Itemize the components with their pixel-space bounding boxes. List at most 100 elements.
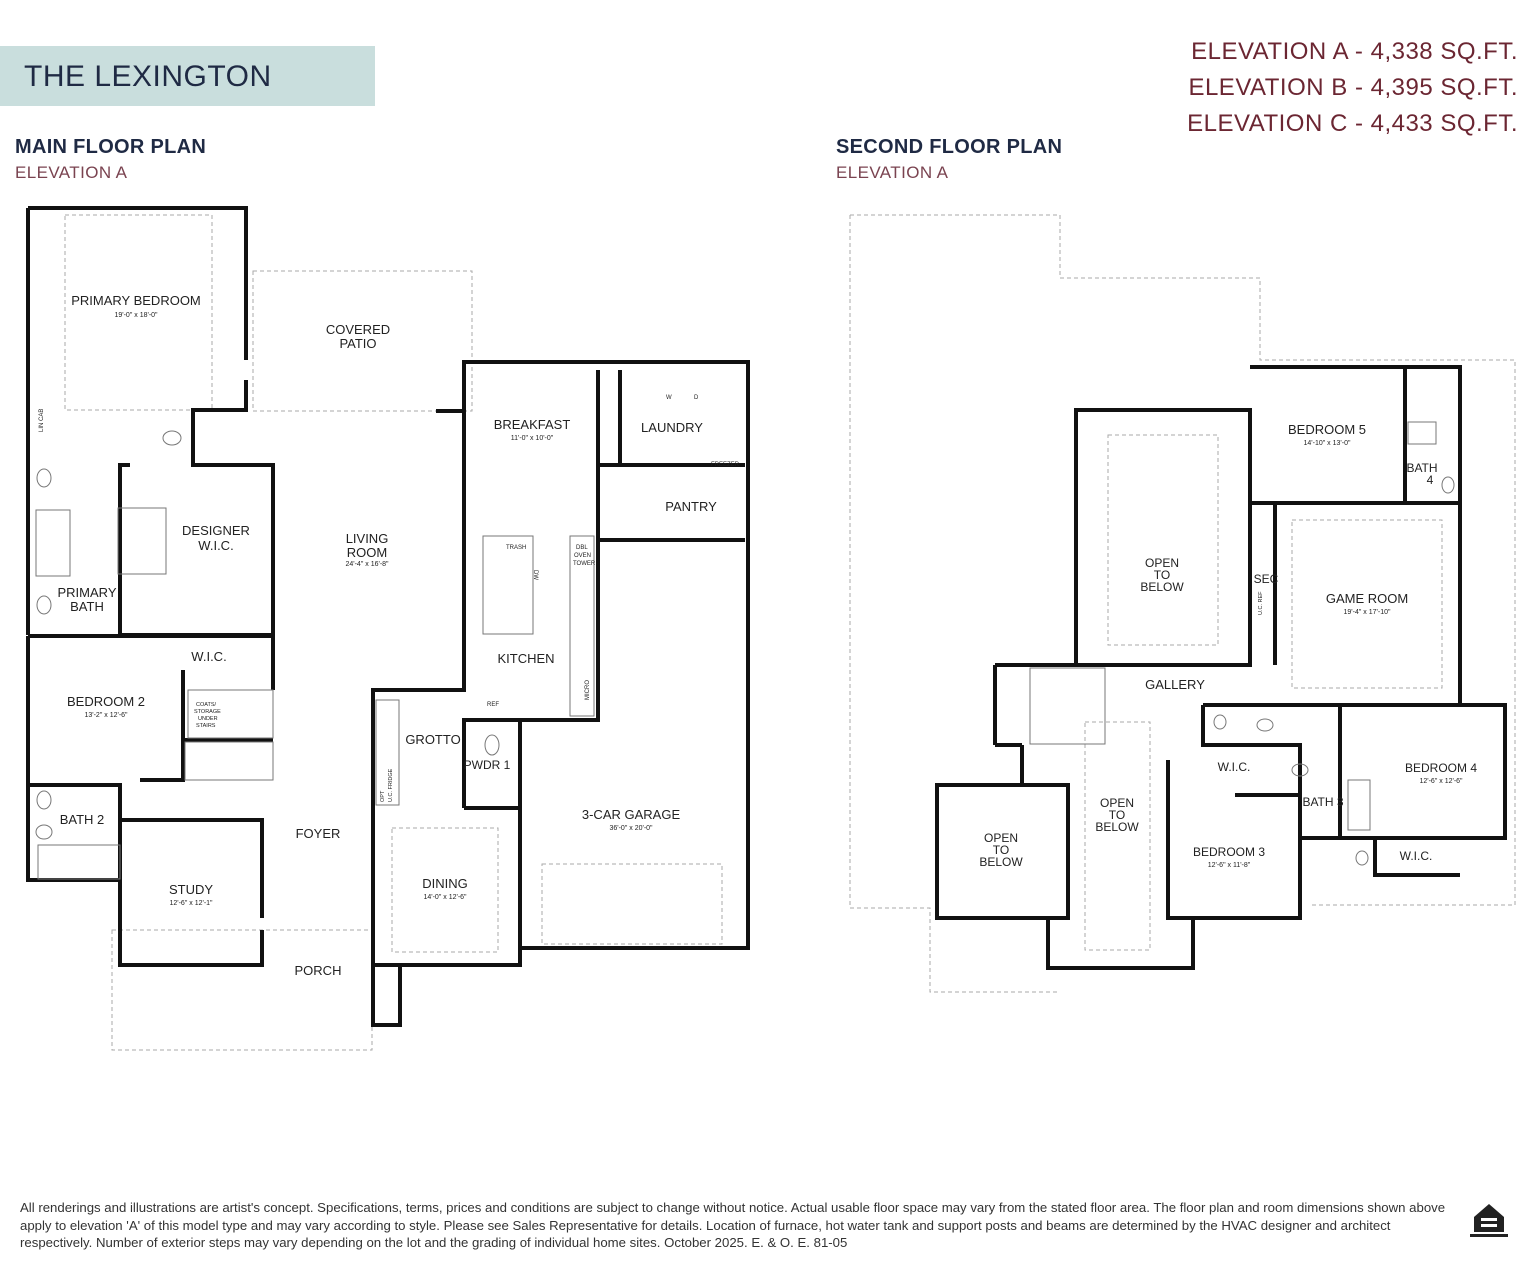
- label-breakfast: BREAKFAST: [494, 417, 571, 432]
- label-covered-patio-1: COVERED: [326, 322, 390, 337]
- wall-bed2-north: [28, 634, 275, 690]
- label-trash: TRASH: [506, 545, 526, 551]
- disclaimer-text: All renderings and illustrations are art…: [20, 1200, 1446, 1250]
- wall-bedroom5: [1250, 365, 1462, 705]
- kitchen-island: [482, 535, 534, 635]
- bedroom-ceiling: [64, 214, 213, 411]
- label-dbl: DBL: [576, 545, 588, 551]
- wall-bed2-east: [140, 670, 185, 782]
- second-floor-subtitle: ELEVATION A: [836, 163, 949, 182]
- label-laundry: LAUNDRY: [641, 420, 703, 435]
- wall-laundry: [598, 370, 745, 467]
- label-open-1-1: OPEN: [1145, 556, 1179, 570]
- label-open-3-3: BELOW: [979, 855, 1023, 869]
- label-freezer: FREEZER: [711, 462, 740, 468]
- label-coats-3: UNDER: [198, 716, 218, 722]
- dims-dining: 14'-0" x 12'-6": [423, 894, 467, 901]
- label-bath-4-2: 4: [1427, 473, 1434, 487]
- stair-storage: [187, 689, 274, 739]
- label-bedroom-3: BEDROOM 3: [1193, 845, 1265, 859]
- plan-name: THE LEXINGTON: [24, 60, 272, 93]
- label-opt: OPT: [380, 790, 386, 802]
- label-open-3-1: OPEN: [984, 831, 1018, 845]
- label-bedroom-2: BEDROOM 2: [67, 694, 145, 709]
- main-floor-title: MAIN FLOOR PLAN: [15, 136, 207, 158]
- wall-stair-landing: [995, 743, 1024, 785]
- patio-outline: [252, 270, 473, 412]
- label-pwdr: PWDR 1: [464, 758, 511, 772]
- label-living-1: LIVING: [346, 531, 389, 546]
- wall-stairs-west: [993, 663, 1076, 745]
- bath3-tub: [1347, 779, 1371, 831]
- open-below-grid: [1107, 434, 1219, 646]
- label-oven: OVEN: [574, 553, 591, 559]
- label-main-wic: W.I.C.: [191, 649, 226, 664]
- label-open-1-2: TO: [1154, 568, 1170, 582]
- second-floor-title: SECOND FLOOR PLAN: [836, 136, 1063, 158]
- label-study: STUDY: [169, 882, 213, 897]
- bathtub: [35, 509, 71, 577]
- label-gallery: GALLERY: [1145, 677, 1205, 692]
- wall-open-to-below-2: [935, 783, 1070, 920]
- wall-wic: [118, 380, 275, 637]
- label-washer: W: [666, 395, 672, 401]
- label-primary-bedroom: PRIMARY BEDROOM: [71, 293, 201, 308]
- label-coats-1: COATS/: [196, 702, 217, 708]
- label-coats-2: STORAGE: [194, 709, 221, 715]
- dims-study: 12'-6" x 12'-1": [169, 900, 213, 907]
- label-garage: 3-CAR GARAGE: [582, 807, 681, 822]
- staircase: [184, 741, 274, 781]
- wall-kitchen-south: [520, 370, 600, 722]
- primary-sink-2: [36, 595, 52, 615]
- game-room-ceiling: [1291, 519, 1443, 689]
- dining-ceiling: [391, 827, 499, 953]
- elevation-a-area: ELEVATION A - 4,338 SQ.FT.: [1191, 38, 1518, 65]
- label-open-2-2: TO: [1109, 808, 1125, 822]
- roof-outline: [850, 214, 1516, 906]
- label-open-2-3: BELOW: [1095, 820, 1139, 834]
- wall-dining-bump: [371, 965, 402, 1027]
- label-kitchen: KITCHEN: [497, 651, 554, 666]
- wall-bedroom3: [1166, 760, 1302, 920]
- dims-garage: 36'-0" x 20'-0": [609, 825, 653, 832]
- wall-living-east: [371, 362, 466, 965]
- primary-toilet: [162, 430, 182, 446]
- label-game-room: GAME ROOM: [1326, 591, 1408, 606]
- bath4-toilet: [1441, 476, 1455, 494]
- wall-bath2-west: [26, 785, 120, 882]
- dims-primary-bedroom: 19'-0" x 18'-0": [114, 312, 158, 319]
- label-bath-3: BATH 3: [1302, 795, 1343, 809]
- wall-open-to-below: [1074, 408, 1252, 667]
- label-micro: MICRO: [585, 680, 591, 700]
- dims-bedroom-5: 14'-10" x 13'-0": [1304, 440, 1351, 447]
- label-bath-4-1: BATH: [1406, 461, 1437, 475]
- label-wic-b: W.I.C.: [1400, 849, 1433, 863]
- label-ref: REF: [487, 702, 499, 708]
- bath4-tub: [1407, 421, 1437, 445]
- wall-bath3: [1300, 705, 1375, 840]
- dims-bedroom-3: 12'-6" x 11'-8": [1208, 862, 1251, 869]
- primary-sink-1: [36, 468, 52, 488]
- dims-game-room: 19'-4" x 17'-10": [1344, 609, 1391, 616]
- kitchen-counter: [569, 535, 595, 717]
- label-open-3-2: TO: [993, 843, 1009, 857]
- bath2-sink: [36, 790, 52, 810]
- label-open-1-3: BELOW: [1140, 580, 1184, 594]
- title-band: THE LEXINGTON: [0, 46, 375, 106]
- label-uc-ref: U.C. REF: [1258, 591, 1264, 615]
- dims-living: 24'-4" x 16'-8": [345, 561, 389, 568]
- wall-bath2: [26, 636, 264, 918]
- label-pantry: PANTRY: [665, 499, 717, 514]
- label-uc-fridge: U.C. FRIDGE: [388, 768, 394, 802]
- wall-pwdr: [462, 718, 522, 808]
- label-grotto: GROTTO: [405, 732, 460, 747]
- label-designer-wic-2: W.I.C.: [198, 538, 233, 553]
- shower: [117, 507, 167, 575]
- label-open-2-1: OPEN: [1100, 796, 1134, 810]
- main-floor-subtitle: ELEVATION A: [15, 163, 128, 182]
- wall-bedroom4: [1203, 703, 1507, 877]
- label-designer-wic-1: DESIGNER: [182, 523, 250, 538]
- label-dryer: D: [694, 395, 699, 401]
- wall-open-to-below-3: [1046, 918, 1195, 970]
- label-bedroom-5: BEDROOM 5: [1288, 422, 1366, 437]
